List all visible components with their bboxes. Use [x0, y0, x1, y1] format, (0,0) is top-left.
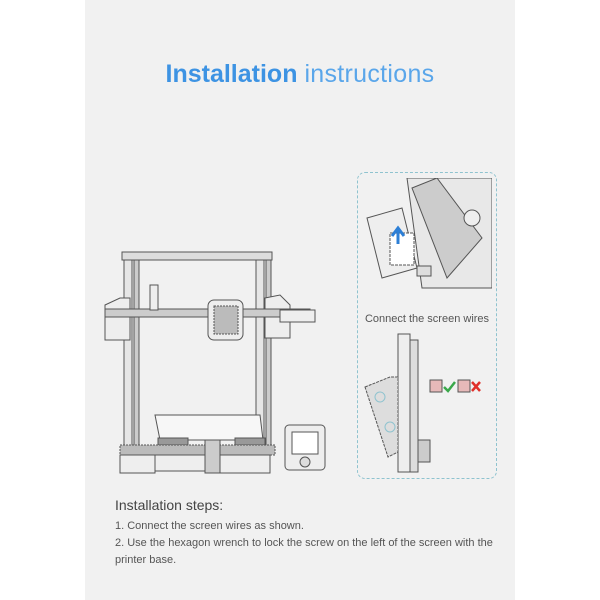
steps-heading: Installation steps:: [115, 497, 224, 513]
incorrect-example-icon: [457, 379, 481, 393]
title-bold: Installation: [165, 60, 298, 88]
detail-frame: [357, 172, 497, 479]
title-light: instructions: [304, 60, 435, 88]
installation-steps: Installation steps: 1. Connect the scree…: [115, 497, 495, 569]
page-title: Installation instructions: [0, 60, 600, 89]
step-1: 1. Connect the screen wires as shown.: [115, 520, 304, 532]
screen-mount-illustration: [364, 333, 481, 473]
correct-example-icon: [429, 379, 456, 393]
caption-connect-wires: Connect the screen wires: [364, 313, 490, 325]
screen-wire-illustration: [366, 178, 492, 289]
step-2: 2. Use the hexagon wrench to lock the sc…: [115, 537, 493, 566]
printer-illustration: [104, 251, 326, 474]
